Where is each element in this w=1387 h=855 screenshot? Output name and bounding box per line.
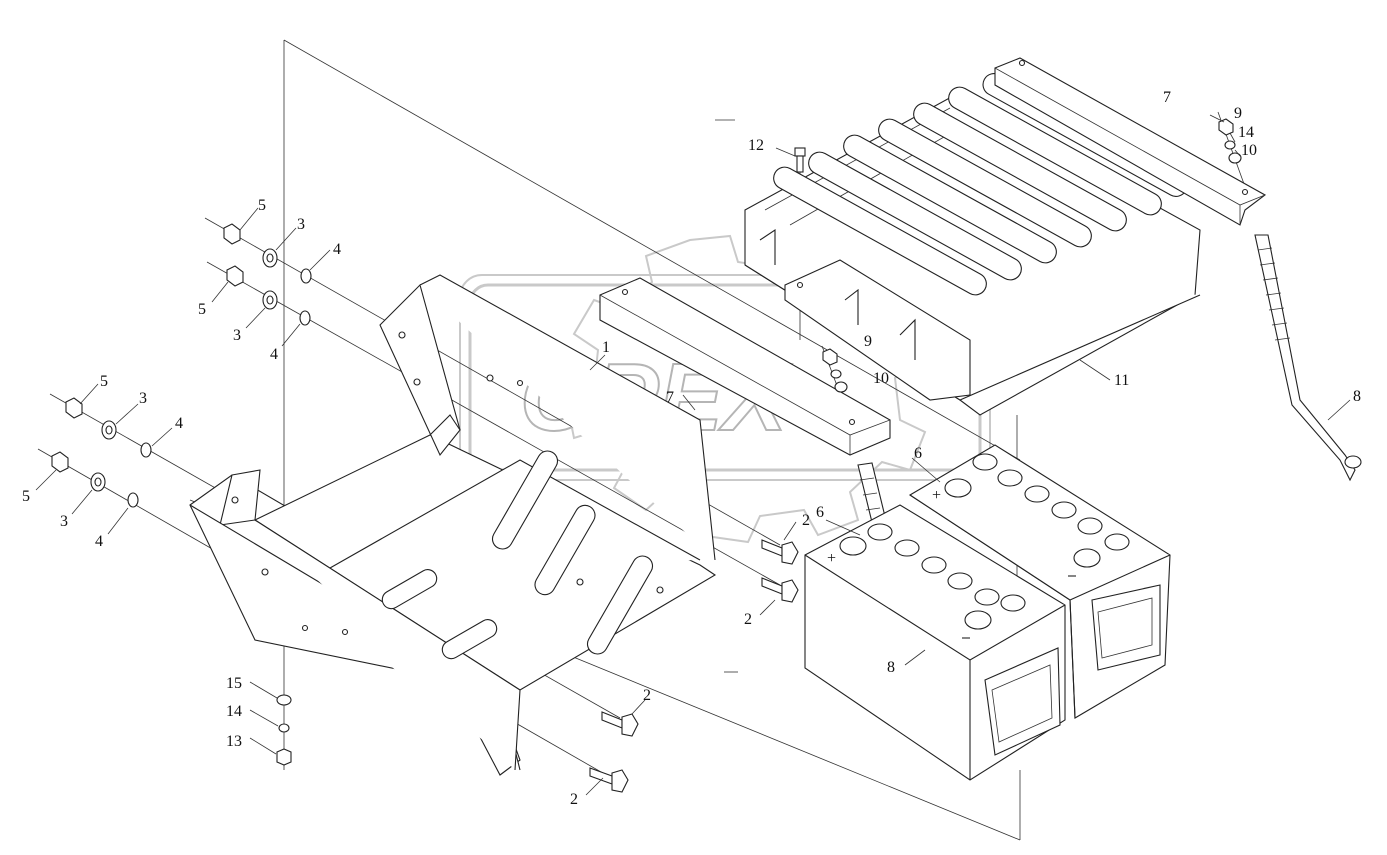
callout-15: 15 (226, 675, 242, 692)
leader-lines (35, 114, 1351, 796)
callout-12: 12 (748, 137, 764, 154)
callout-2: 2 (802, 512, 810, 529)
j-bolt-right (1254, 234, 1362, 482)
battery-front: + (804, 504, 1066, 781)
callout-3: 3 (297, 216, 305, 233)
positive-terminal-mark: + (932, 487, 941, 504)
bolts (589, 539, 799, 793)
callout-8: 8 (887, 659, 895, 676)
callout-4: 4 (95, 533, 103, 550)
callout-9: 9 (864, 333, 872, 350)
center-fastener-stack (822, 348, 848, 393)
callout-7: 7 (666, 389, 674, 406)
callout-2: 2 (570, 791, 578, 808)
positive-terminal-mark-front: + (827, 550, 836, 567)
callout-3: 3 (233, 327, 241, 344)
callout-8: 8 (1353, 388, 1361, 405)
callout-5: 5 (258, 197, 266, 214)
callout-7: 7 (1163, 89, 1171, 106)
callout-5: 5 (198, 301, 206, 318)
callout-5: 5 (100, 373, 108, 390)
callout-2: 2 (643, 687, 651, 704)
callout-6: 6 (914, 445, 922, 462)
callout-13: 13 (226, 733, 242, 750)
callout-4: 4 (175, 415, 183, 432)
battery-tray (189, 274, 717, 776)
callout-4: 4 (270, 346, 278, 363)
rear-battery-caps (944, 453, 1130, 568)
callout-4: 4 (333, 241, 341, 258)
callout-11: 11 (1114, 372, 1129, 389)
fastener-set-1 (223, 223, 312, 284)
clamp-bar-front (599, 277, 891, 456)
fastener-set-3 (65, 397, 152, 458)
callout-labels: 1 2 2 2 2 3 3 3 3 4 4 4 4 5 5 5 5 6 6 7 … (22, 89, 1361, 808)
clamp-bar-rear (994, 57, 1267, 226)
callout-3: 3 (139, 390, 147, 407)
callout-9: 9 (1234, 105, 1242, 122)
fastener-set-2 (226, 265, 311, 326)
callout-14: 14 (226, 703, 242, 720)
battery-rear: + (908, 444, 1171, 719)
cover-bracket (759, 228, 971, 401)
callout-10: 10 (873, 370, 889, 387)
callout-3: 3 (60, 513, 68, 530)
front-battery-caps (839, 523, 1026, 630)
bottom-fastener-stack (276, 694, 292, 766)
callout-10: 10 (1241, 142, 1257, 159)
bolt-12 (794, 147, 806, 173)
callout-14: 14 (1238, 124, 1254, 141)
callout-2: 2 (744, 611, 752, 628)
callout-6: 6 (816, 504, 824, 521)
callout-1: 1 (602, 339, 610, 356)
fastener-set-4 (51, 451, 139, 508)
top-right-fastener-stack (1218, 118, 1242, 164)
callout-5: 5 (22, 488, 30, 505)
